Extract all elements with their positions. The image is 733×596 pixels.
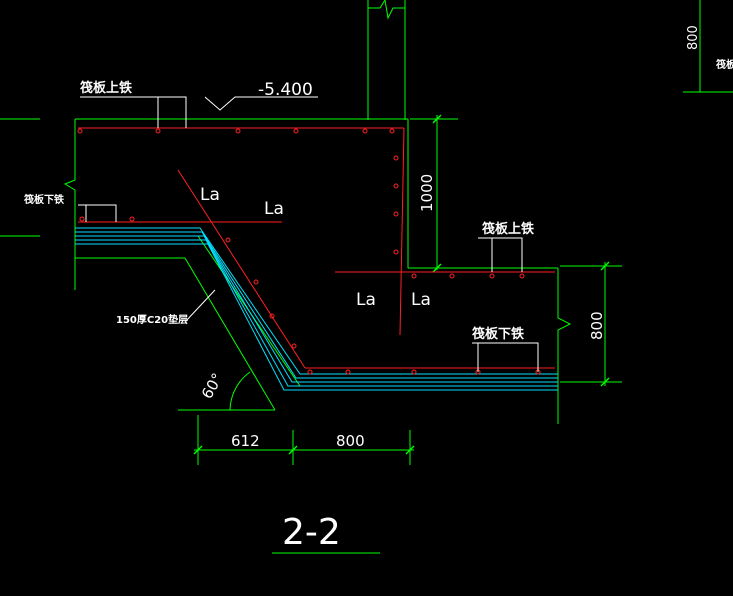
dim-800-top-right-label: 800 bbox=[686, 25, 701, 50]
section-title: 2-2 bbox=[282, 512, 341, 553]
bottom-rebar-small-label: 筏板下铁 bbox=[24, 193, 64, 206]
dimension-ticks bbox=[193, 114, 610, 455]
dim-1000-label: 1000 bbox=[418, 174, 436, 212]
top-rebar-right-label: 筏板上铁 bbox=[482, 221, 534, 237]
dim-800-bottom-label: 800 bbox=[336, 432, 365, 450]
rebar-lines bbox=[78, 127, 555, 369]
la-label-2: La bbox=[264, 199, 284, 219]
elevation-label: -5.400 bbox=[258, 80, 313, 100]
blinding-lines bbox=[75, 227, 558, 391]
la-label-1: La bbox=[200, 185, 220, 205]
la-label-4: La bbox=[411, 290, 431, 310]
dim-800-right-label: 800 bbox=[588, 311, 606, 340]
structure-lines bbox=[0, 0, 733, 554]
dim-612-label: 612 bbox=[231, 432, 260, 450]
la-label-3: La bbox=[356, 290, 376, 310]
leader-lines bbox=[78, 96, 539, 372]
top-right-small-label: 筏板 bbox=[716, 58, 733, 71]
bottom-rebar-right-label: 筏板下铁 bbox=[472, 326, 524, 342]
blinding-layer-label: 150厚C20垫层 bbox=[116, 313, 188, 326]
top-rebar-left-label: 筏板上铁 bbox=[80, 80, 132, 96]
rebar-dots bbox=[77, 128, 541, 375]
angle-label: 60° bbox=[198, 370, 227, 402]
